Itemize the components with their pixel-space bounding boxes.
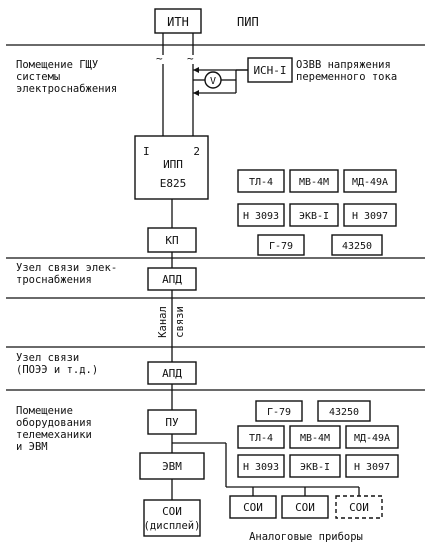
soi-analog-label: СОИ bbox=[349, 501, 369, 514]
instrument-label: Н 3093 bbox=[243, 462, 279, 473]
ipp-box bbox=[134, 135, 209, 200]
instrument-box bbox=[237, 169, 285, 193]
soi-analog-box bbox=[229, 495, 277, 519]
instrument-box bbox=[289, 169, 339, 193]
evm-box bbox=[139, 452, 205, 480]
ozvv-line: переменного тока bbox=[296, 71, 397, 83]
node1-title-line: Узел связи элек- bbox=[16, 262, 117, 274]
room1-instrument-panel: ТЛ-4 МВ-4М МД-49А Н 3093 ЭКВ-I Н 3097 Г-… bbox=[237, 169, 397, 256]
kp-label: КП bbox=[165, 234, 178, 247]
ozvv-line: ОЗВВ напряжения bbox=[296, 59, 391, 71]
instrument-label: МВ-4М bbox=[300, 433, 330, 444]
instrument-label: Н 3097 bbox=[354, 462, 390, 473]
room1-title: Помещение ГЩУ системы электроснабжения bbox=[16, 59, 117, 95]
soi-analog-label: СОИ bbox=[295, 501, 315, 514]
itn-box bbox=[154, 8, 202, 34]
room1-title-line: Помещение ГЩУ bbox=[16, 59, 98, 71]
instrument-box bbox=[289, 454, 341, 478]
instrument-box bbox=[237, 454, 285, 478]
itn-label: ИТН bbox=[167, 15, 189, 29]
room1-title-line: электроснабжения bbox=[16, 83, 117, 95]
tilde-1: ~ bbox=[156, 52, 163, 65]
soi-display-label: СОИ bbox=[162, 505, 182, 518]
voltmeter-label: V bbox=[210, 76, 216, 87]
channel-label-1: Канал bbox=[157, 306, 169, 338]
soi-analog-label: СОИ bbox=[243, 501, 263, 514]
room2-title-line: оборудования bbox=[16, 417, 92, 429]
instrument-label: Г-79 bbox=[269, 241, 293, 252]
node2-title-line: (ПОЭЭ и т.д.) bbox=[16, 364, 98, 376]
channel-label-2: связи bbox=[174, 306, 186, 338]
instrument-label: МВ-4М bbox=[299, 177, 329, 188]
room2-instrument-panel: Г-79 43250 ТЛ-4 МВ-4М МД-49А Н 3093 ЭКВ-… bbox=[237, 400, 399, 478]
instrument-label: ТЛ-4 bbox=[249, 177, 273, 188]
instrument-label: МД-49А bbox=[352, 177, 388, 188]
instrument-box bbox=[237, 425, 285, 449]
analog-soi-row: СОИ СОИ СОИ bbox=[229, 495, 383, 519]
instrument-label: Н 3093 bbox=[243, 211, 279, 222]
pu-box bbox=[147, 409, 197, 435]
instrument-label: 43250 bbox=[329, 407, 359, 418]
instrument-label: ЭКВ-I bbox=[299, 211, 329, 222]
room2-title-line: Помещение bbox=[16, 405, 73, 417]
instrument-label: Г-79 bbox=[267, 407, 291, 418]
instrument-box bbox=[257, 234, 305, 256]
ipp-name: ИПП bbox=[163, 158, 183, 171]
tilde-2: ~ bbox=[187, 52, 194, 65]
instrument-box bbox=[255, 400, 303, 422]
instrument-box bbox=[331, 234, 383, 256]
instrument-box bbox=[345, 425, 399, 449]
instrument-box bbox=[343, 169, 397, 193]
arrow-left-isn bbox=[193, 67, 199, 73]
node1-title-line: троснабжения bbox=[16, 274, 92, 286]
ipp-input-1: I bbox=[143, 145, 150, 158]
soi-display-sub: (дисплей) bbox=[144, 520, 201, 532]
soi-display-box bbox=[143, 499, 201, 537]
room2-title-line: телемеханики bbox=[16, 429, 92, 441]
soi-analog-box bbox=[281, 495, 329, 519]
isn-label: ИСН-I bbox=[253, 64, 286, 77]
instrument-label: ЭКВ-I bbox=[300, 462, 330, 473]
instrument-box bbox=[237, 203, 285, 227]
instrument-label: ТЛ-4 bbox=[249, 433, 273, 444]
ipp-input-2: 2 bbox=[193, 145, 200, 158]
room2-title-line: и ЭВМ bbox=[16, 441, 48, 453]
kp-box bbox=[147, 227, 197, 253]
room1-title-line: системы bbox=[16, 71, 60, 83]
instrument-label: 43250 bbox=[342, 241, 372, 252]
instrument-label: МД-49А bbox=[354, 433, 390, 444]
instrument-label: Н 3097 bbox=[352, 211, 388, 222]
node2-title-line: Узел связи bbox=[16, 352, 79, 364]
apd2-label: АПД bbox=[162, 367, 182, 380]
pip-label: ПИП bbox=[237, 15, 259, 29]
apd1-label: АПД bbox=[162, 273, 182, 286]
room2-title: Помещение оборудования телемеханики и ЭВ… bbox=[16, 405, 92, 453]
instrument-box bbox=[289, 425, 341, 449]
instrument-box bbox=[317, 400, 371, 422]
pu-label: ПУ bbox=[165, 416, 179, 429]
node2-title: Узел связи (ПОЭЭ и т.д.) bbox=[16, 352, 98, 376]
instrument-box bbox=[345, 454, 399, 478]
arrow-left-return bbox=[193, 90, 199, 96]
ozvv-caption: ОЗВВ напряжения переменного тока bbox=[296, 59, 397, 83]
node1-title: Узел связи элек- троснабжения bbox=[16, 262, 117, 286]
ipp-model: Е825 bbox=[160, 177, 187, 190]
analog-instruments-caption: Аналоговые приборы bbox=[249, 531, 363, 543]
instrument-box bbox=[289, 203, 339, 227]
evm-label: ЭВМ bbox=[162, 460, 182, 473]
soi-analog-box-dashed bbox=[335, 495, 383, 519]
instrument-box bbox=[343, 203, 397, 227]
